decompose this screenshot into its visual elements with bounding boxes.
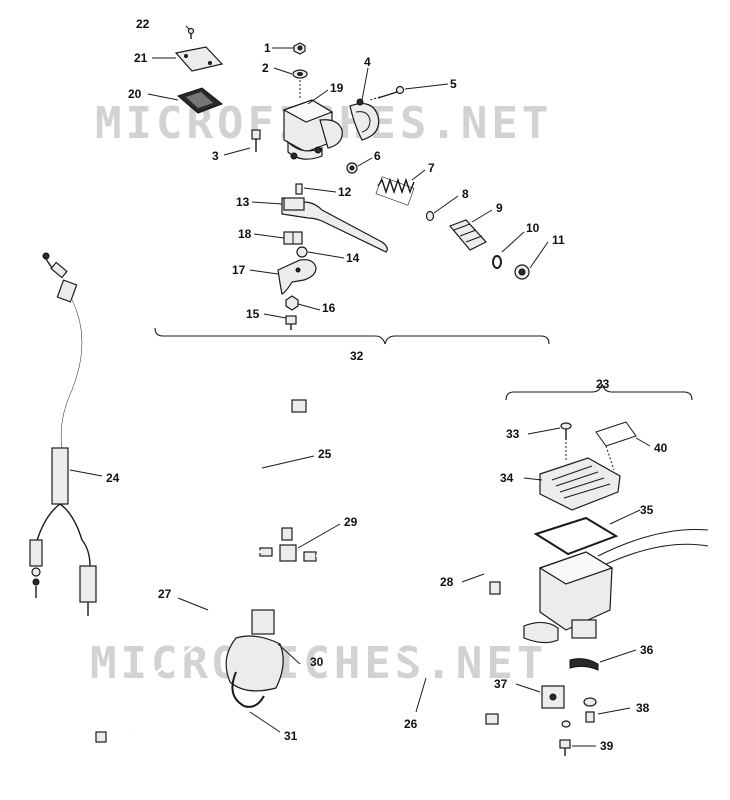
tee-fitting-29 (279, 523, 341, 562)
brake-hose-26 (284, 563, 499, 725)
assembly-bracket-32 (154, 327, 550, 345)
master-cylinder-body-19 (282, 99, 343, 160)
callout-17: 17 (232, 263, 246, 277)
brake-hose-27 (95, 547, 273, 743)
spring-7 (375, 176, 415, 206)
callout-29: 29 (344, 515, 358, 529)
brake-hose-28 (303, 546, 501, 606)
callout-40: 40 (654, 441, 668, 455)
brake-cable-24 (29, 252, 103, 616)
screw-33 (527, 422, 572, 462)
callout-22: 22 (136, 17, 150, 31)
callout-39: 39 (600, 739, 614, 753)
callout-11: 11 (552, 233, 565, 247)
piston-9 (448, 219, 487, 251)
callout-27: 27 (158, 587, 172, 601)
clamp-31 (231, 671, 281, 733)
callout-26: 26 (404, 717, 418, 731)
pin-12 (295, 183, 303, 195)
brake-lever-36 (569, 649, 637, 671)
watermark-bottom: MICROFICHES.NET (90, 638, 547, 689)
screw-5 (369, 85, 405, 101)
callout-labels: 1 2 3 4 5 6 7 8 9 10 11 12 13 14 15 16 1… (106, 17, 668, 753)
callout-34: 34 (500, 471, 514, 485)
brake-lever-13 (281, 197, 388, 253)
master-cylinder-assembly (154, 25, 550, 345)
callout-6: 6 (374, 149, 381, 163)
callout-10: 10 (526, 221, 540, 235)
hose-guard-30 (225, 609, 301, 692)
callout-5: 5 (450, 77, 457, 91)
callout-36: 36 (640, 643, 654, 657)
callout-31: 31 (284, 729, 298, 743)
callout-14: 14 (346, 251, 360, 265)
callout-15: 15 (246, 307, 260, 321)
callout-21: 21 (134, 51, 148, 65)
callout-35: 35 (640, 503, 654, 517)
callout-1: 1 (264, 41, 271, 55)
callout-25: 25 (318, 447, 332, 461)
callout-18: 18 (238, 227, 252, 241)
washer-2 (292, 69, 308, 98)
reservoir-cover-34 (523, 457, 621, 511)
callout-16: 16 (322, 301, 336, 315)
label-40 (595, 421, 651, 471)
callout-33: 33 (506, 427, 520, 441)
handlebar (597, 529, 709, 567)
seal-6 (346, 162, 358, 174)
callout-19: 19 (330, 81, 344, 95)
lower-master-cylinder-23 (505, 383, 709, 756)
callout-9: 9 (496, 201, 503, 215)
callout-2: 2 (262, 61, 269, 75)
callout-12: 12 (338, 185, 352, 199)
screw-22 (185, 25, 195, 39)
washer-38 (583, 697, 631, 723)
bolt-3 (251, 129, 261, 152)
pivot-bracket-37 (515, 683, 565, 709)
callout-23: 23 (596, 377, 610, 391)
callout-30: 30 (310, 655, 324, 669)
callout-24: 24 (106, 471, 120, 485)
washer-8 (425, 210, 435, 222)
o-ring-10 (492, 255, 502, 269)
brake-switch-17 (277, 259, 317, 295)
callout-37: 37 (494, 677, 508, 691)
master-cylinder-body (523, 551, 614, 644)
callout-38: 38 (636, 701, 650, 715)
nut-16 (285, 295, 299, 311)
callout-7: 7 (428, 161, 435, 175)
callout-32: 32 (350, 349, 364, 363)
callout-3: 3 (212, 149, 219, 163)
reservoir-cover-21 (174, 46, 224, 72)
boot-11 (514, 264, 530, 280)
screw-15 (285, 315, 297, 330)
screw-39 (559, 720, 596, 756)
leader-lines-upper (147, 47, 549, 319)
brake-hose-25 (228, 399, 315, 541)
gasket-35 (533, 509, 641, 556)
nut-1 (293, 42, 306, 55)
clamp-4 (349, 98, 380, 141)
callout-20: 20 (128, 87, 142, 101)
callout-4: 4 (364, 55, 371, 69)
bushing-14 (296, 246, 308, 258)
callout-8: 8 (462, 187, 469, 201)
callout-13: 13 (236, 195, 250, 209)
pivot-bracket-18 (283, 231, 303, 245)
callout-28: 28 (440, 575, 454, 589)
gasket-20 (177, 87, 223, 114)
